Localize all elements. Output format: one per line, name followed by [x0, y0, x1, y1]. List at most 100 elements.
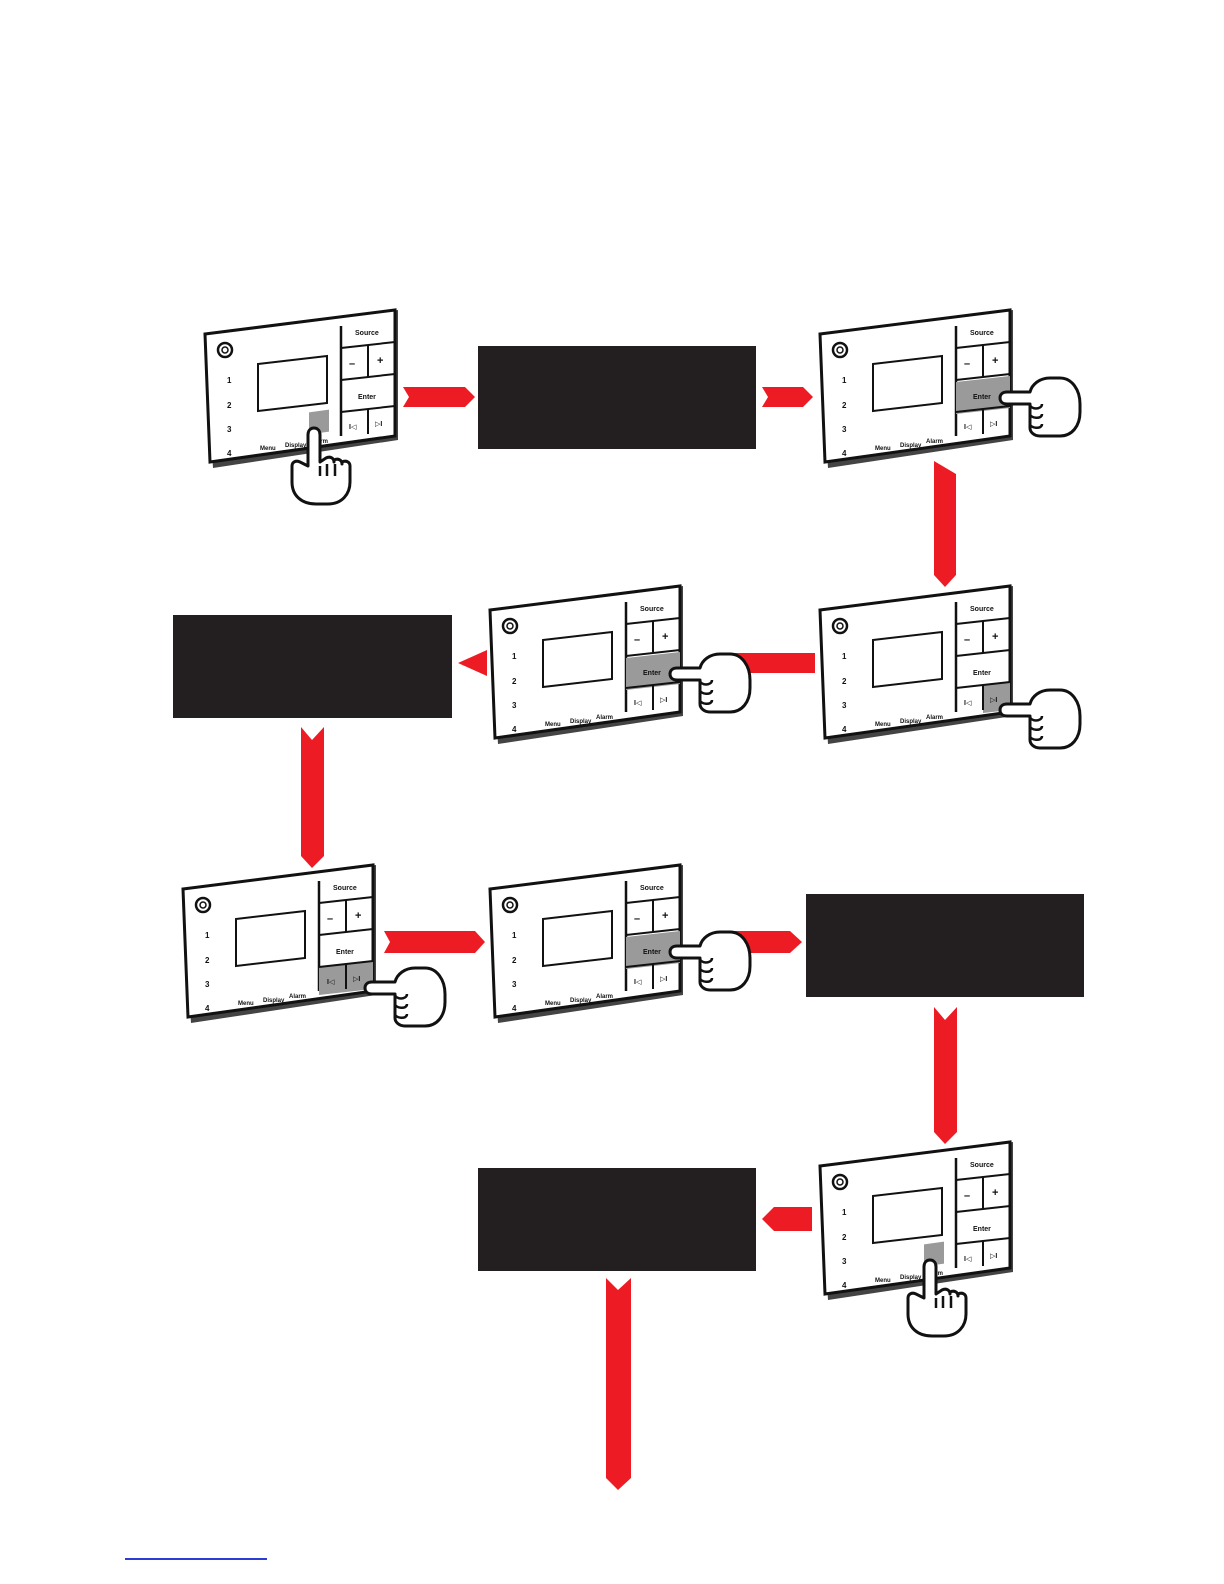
enter-button[interactable]: Enter [973, 1226, 991, 1233]
power-icon[interactable] [503, 619, 517, 633]
power-icon[interactable] [833, 1175, 847, 1189]
plus-button[interactable]: + [992, 631, 998, 643]
menu-button[interactable]: Menu [875, 446, 891, 452]
preset-4[interactable]: 4 [842, 1281, 847, 1290]
power-icon[interactable] [218, 343, 232, 357]
next-button[interactable]: ▷I [990, 697, 997, 704]
preset-4[interactable]: 4 [512, 1004, 517, 1013]
power-icon[interactable] [503, 898, 517, 912]
next-button[interactable]: ▷I [660, 697, 667, 704]
preset-3[interactable]: 3 [512, 701, 517, 710]
preset-4[interactable]: 4 [227, 449, 232, 458]
preset-2[interactable]: 2 [227, 401, 232, 410]
source-button[interactable]: Source [640, 885, 664, 892]
preset-2[interactable]: 2 [512, 677, 517, 686]
preset-3[interactable]: 3 [842, 701, 847, 710]
preset-2[interactable]: 2 [512, 956, 517, 965]
menu-button[interactable]: Menu [238, 1001, 254, 1007]
display-button[interactable]: Display [263, 998, 285, 1004]
source-button[interactable]: Source [640, 606, 664, 613]
preset-4[interactable]: 4 [842, 725, 847, 734]
preset-2[interactable]: 2 [842, 677, 847, 686]
display-box-4 [478, 1168, 756, 1271]
minus-button[interactable]: – [634, 913, 640, 925]
arrow-3-4 [934, 461, 956, 587]
next-button[interactable]: ▷I [990, 1253, 997, 1260]
alarm-button[interactable]: Alarm [289, 994, 306, 1000]
minus-button[interactable]: – [349, 358, 355, 370]
alarm-button[interactable]: Alarm [926, 715, 943, 721]
preset-3[interactable]: 3 [205, 980, 210, 989]
menu-button[interactable]: Menu [875, 1278, 891, 1284]
menu-button[interactable]: Menu [545, 1001, 561, 1007]
minus-button[interactable]: – [327, 913, 333, 925]
minus-button[interactable]: – [964, 358, 970, 370]
prev-button[interactable]: I◁ [964, 1256, 972, 1263]
display-button[interactable]: Display [900, 719, 922, 725]
enter-button[interactable]: Enter [643, 670, 661, 677]
next-button[interactable]: ▷I [353, 976, 360, 983]
prev-button[interactable]: I◁ [327, 979, 335, 986]
display-button[interactable]: Display [285, 443, 307, 449]
prev-button[interactable]: I◁ [964, 424, 972, 431]
preset-4[interactable]: 4 [512, 725, 517, 734]
control-panel-step-5: Source – + Enter I◁ ▷I 1 2 3 4 Menu Disp… [183, 865, 376, 1023]
preset-1[interactable]: 1 [842, 1208, 847, 1217]
source-button[interactable]: Source [970, 606, 994, 613]
prev-button[interactable]: I◁ [634, 979, 642, 986]
preset-2[interactable]: 2 [842, 1233, 847, 1242]
preset-4[interactable]: 4 [842, 449, 847, 458]
preset-2[interactable]: 2 [205, 956, 210, 965]
minus-button[interactable]: – [964, 1190, 970, 1202]
enter-button[interactable]: Enter [643, 949, 661, 956]
next-button[interactable]: ▷I [990, 421, 997, 428]
plus-button[interactable]: + [355, 910, 361, 922]
display-button[interactable]: Display [900, 443, 922, 449]
preset-1[interactable]: 1 [842, 652, 847, 661]
minus-button[interactable]: – [634, 634, 640, 646]
enter-button[interactable]: Enter [336, 949, 354, 956]
menu-button[interactable]: Menu [260, 446, 276, 452]
plus-button[interactable]: + [992, 1187, 998, 1199]
lcd-screen [258, 356, 327, 411]
enter-button[interactable]: Enter [973, 394, 991, 401]
alarm-button[interactable]: Alarm [596, 994, 613, 1000]
prev-button[interactable]: I◁ [634, 700, 642, 707]
preset-3[interactable]: 3 [842, 1257, 847, 1266]
preset-1[interactable]: 1 [512, 931, 517, 940]
plus-button[interactable]: + [377, 355, 383, 367]
enter-button[interactable]: Enter [973, 670, 991, 677]
power-icon[interactable] [196, 898, 210, 912]
display-button[interactable]: Display [570, 719, 592, 725]
source-button[interactable]: Source [355, 330, 379, 337]
preset-1[interactable]: 1 [205, 931, 210, 940]
menu-button[interactable]: Menu [875, 722, 891, 728]
preset-2[interactable]: 2 [842, 401, 847, 410]
power-icon[interactable] [833, 619, 847, 633]
plus-button[interactable]: + [662, 631, 668, 643]
preset-1[interactable]: 1 [842, 376, 847, 385]
power-icon[interactable] [833, 343, 847, 357]
minus-button[interactable]: – [964, 634, 970, 646]
preset-3[interactable]: 3 [512, 980, 517, 989]
source-button[interactable]: Source [970, 1162, 994, 1169]
alarm-button[interactable]: Alarm [926, 439, 943, 445]
next-button[interactable]: ▷I [375, 421, 382, 428]
preset-3[interactable]: 3 [842, 425, 847, 434]
plus-button[interactable]: + [992, 355, 998, 367]
preset-1[interactable]: 1 [227, 376, 232, 385]
alarm-button[interactable]: Alarm [596, 715, 613, 721]
preset-1[interactable]: 1 [512, 652, 517, 661]
source-button[interactable]: Source [333, 885, 357, 892]
menu-button[interactable]: Menu [545, 722, 561, 728]
display-button[interactable]: Display [900, 1275, 922, 1281]
display-button[interactable]: Display [570, 998, 592, 1004]
preset-4[interactable]: 4 [205, 1004, 210, 1013]
prev-button[interactable]: I◁ [964, 700, 972, 707]
plus-button[interactable]: + [662, 910, 668, 922]
source-button[interactable]: Source [970, 330, 994, 337]
enter-button[interactable]: Enter [358, 394, 376, 401]
prev-button[interactable]: I◁ [349, 424, 357, 431]
preset-3[interactable]: 3 [227, 425, 232, 434]
next-button[interactable]: ▷I [660, 976, 667, 983]
